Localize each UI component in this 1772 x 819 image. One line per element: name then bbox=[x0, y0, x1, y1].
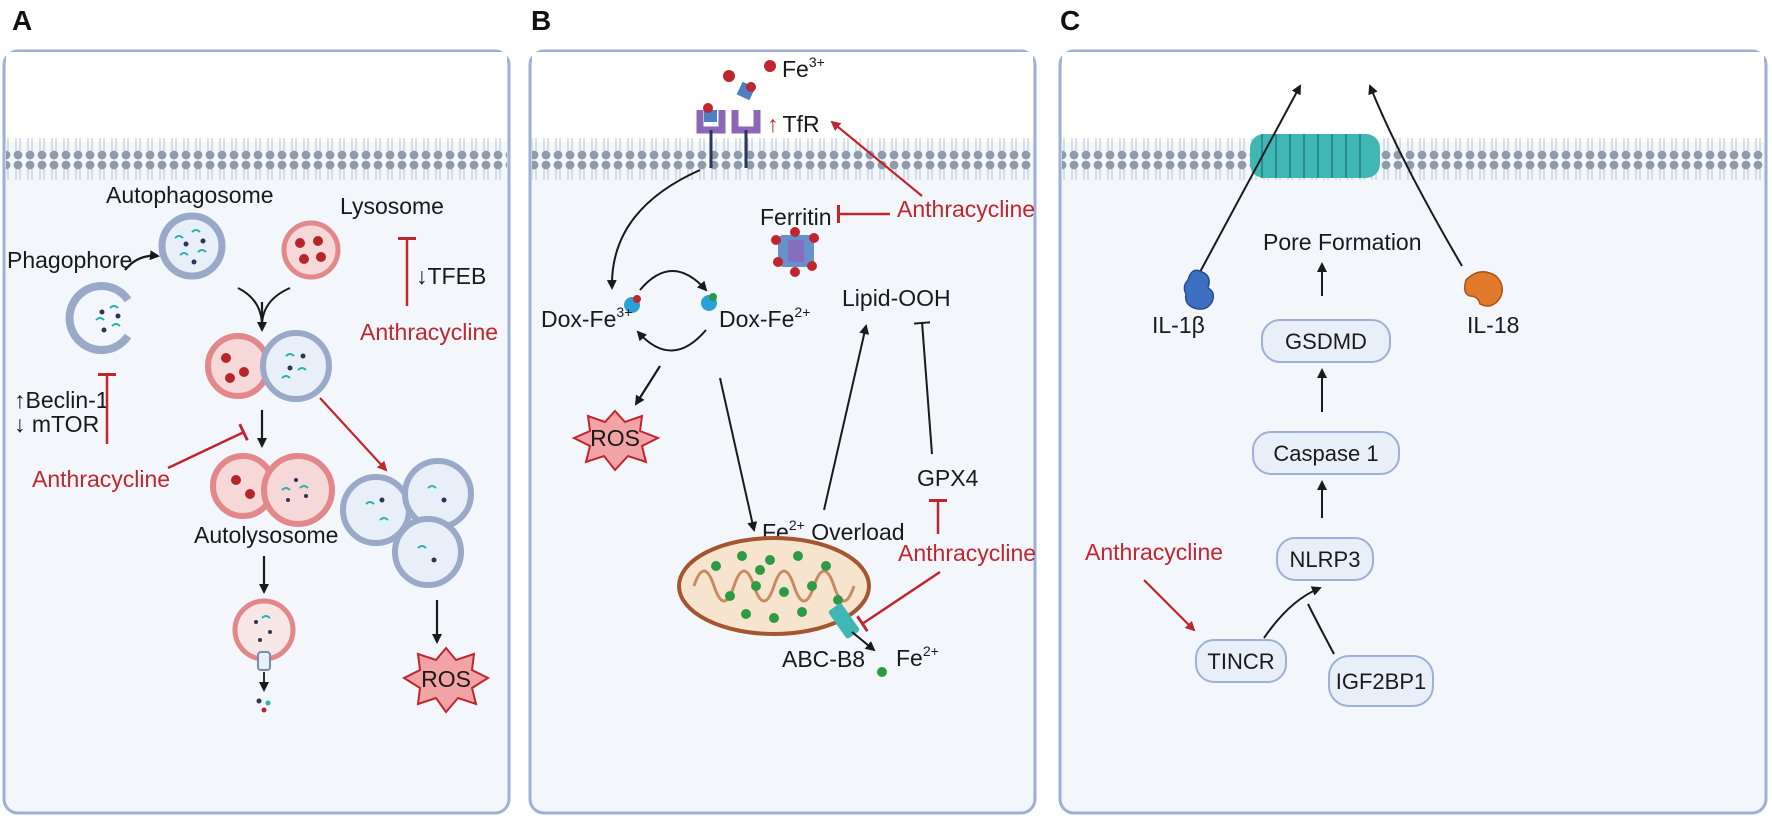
ros-label-b: ROS bbox=[590, 425, 640, 451]
phagophore-to-autophagosome-arrow bbox=[124, 250, 160, 271]
il1b-release-arrow bbox=[1199, 84, 1301, 273]
panel-c-cell bbox=[1058, 49, 1768, 815]
autolysosome-vesicle bbox=[210, 453, 335, 527]
igf2bp1-box bbox=[1328, 655, 1434, 707]
panel-a-membrane bbox=[6, 138, 507, 180]
dox-fe3-iron bbox=[633, 295, 641, 303]
mito-iron-dots bbox=[711, 551, 843, 623]
il18-protein-icon bbox=[1463, 271, 1503, 307]
gpx4-label: GPX4 bbox=[917, 465, 979, 491]
free-iron-particles bbox=[723, 60, 776, 101]
fusion-inhibition-line bbox=[167, 423, 249, 470]
panel-c-extracellular bbox=[1062, 52, 1764, 142]
ferritin-label: Ferritin bbox=[760, 204, 832, 230]
autophagosome-vesicle bbox=[158, 212, 226, 280]
il18-label: IL-18 bbox=[1467, 312, 1519, 338]
anthracycline-label-b2: Anthracycline bbox=[898, 540, 1036, 566]
panel-b-letter: B bbox=[531, 5, 551, 36]
autophagosome-label: Autophagosome bbox=[106, 182, 274, 208]
gsdmd-pore bbox=[1250, 134, 1380, 178]
panel-b-cell bbox=[528, 49, 1037, 815]
exported-iron-dot bbox=[877, 667, 887, 677]
gpx4-inhibits-lipid-line bbox=[914, 321, 933, 455]
igf2bp1-assist-line bbox=[1307, 603, 1335, 655]
degrading-vesicle bbox=[232, 598, 296, 671]
abcb8-transporter bbox=[828, 603, 860, 639]
fe3-label: Fe3+ bbox=[782, 54, 825, 82]
panel-a-cell bbox=[2, 49, 511, 815]
abcb8-inhibition-line bbox=[856, 570, 941, 633]
tfeb-label: ↓TFEB bbox=[416, 263, 486, 289]
caspase-box bbox=[1252, 431, 1400, 475]
accumulation-arrow bbox=[319, 397, 388, 472]
il18-release-arrow bbox=[1368, 84, 1463, 267]
phagophore-label: Phagophore bbox=[7, 247, 132, 273]
caspase-label: Caspase 1 bbox=[1273, 441, 1378, 466]
panel-c-letter: C bbox=[1060, 5, 1080, 36]
il1b-protein-icon bbox=[1183, 269, 1215, 310]
nlrp3-box bbox=[1276, 537, 1374, 581]
anthracycline-label-a1: Anthracycline bbox=[360, 319, 498, 345]
ferritin-cage bbox=[771, 227, 819, 277]
anthracycline-to-tincr-arrow bbox=[1143, 579, 1196, 632]
panel-a: A Autophagosome Lysosome ↓TFEB Anthracyc… bbox=[2, 5, 511, 815]
ros-burst-a bbox=[401, 646, 491, 714]
panel-c: C Pore Formation IL-1β IL-18 GSDMD Caspa… bbox=[1058, 5, 1768, 815]
redox-arrow-bottom bbox=[636, 329, 707, 352]
lysosome-label: Lysosome bbox=[340, 193, 444, 219]
panel-b-membrane bbox=[532, 138, 1033, 180]
tfr-to-dox-arrow bbox=[606, 169, 701, 290]
fe2-label: Fe2+ bbox=[896, 643, 939, 671]
igf2bp1-label: IGF2BP1 bbox=[1336, 669, 1426, 694]
fusing-vesicles bbox=[205, 330, 332, 402]
panel-a-letter: A bbox=[12, 5, 32, 36]
lysosome-vesicle bbox=[281, 220, 341, 280]
tincr-to-nlrp3-arrow bbox=[1263, 586, 1322, 639]
iron-to-overload-arrow bbox=[719, 377, 758, 532]
overload-to-lipid-arrow bbox=[823, 324, 870, 511]
anthracycline-label-a2: Anthracycline bbox=[32, 466, 170, 492]
accumulated-autophagosomes bbox=[340, 458, 474, 588]
released-particles bbox=[256, 698, 271, 713]
abcb8-label: ABC-B8 bbox=[782, 646, 865, 672]
abcb8-export-arrow bbox=[851, 631, 876, 652]
panel-b-extracellular bbox=[532, 52, 1033, 142]
il1b-label: IL-1β bbox=[1152, 312, 1205, 338]
panel-a-extracellular bbox=[6, 52, 507, 142]
panel-c-membrane bbox=[1062, 138, 1764, 180]
autolysosome-label: Autolysosome bbox=[194, 522, 338, 548]
anthracycline-label-b1: Anthracycline bbox=[897, 196, 1035, 222]
mitochondrion bbox=[677, 536, 871, 636]
dox-fe3-label: Dox-Fe3+ bbox=[541, 304, 632, 332]
ros-label-a: ROS bbox=[421, 666, 471, 692]
gsdmd-label: GSDMD bbox=[1285, 329, 1367, 354]
nlrp3-label: NLRP3 bbox=[1290, 547, 1361, 572]
dox-fe2-label: Dox-Fe2+ bbox=[719, 304, 810, 332]
tincr-label: TINCR bbox=[1207, 649, 1274, 674]
tfr-label: ↑TfR bbox=[767, 111, 820, 137]
phagophore-vesicle bbox=[65, 282, 132, 354]
tfr-receptors bbox=[696, 103, 761, 168]
pore-formation-label: Pore Formation bbox=[1263, 229, 1422, 255]
lipid-ooh-label: Lipid-OOH bbox=[842, 285, 951, 311]
anthracycline-to-tfr-arrow bbox=[830, 120, 923, 197]
redox-arrow-top bbox=[639, 270, 708, 292]
redox-to-ros-arrow bbox=[634, 365, 661, 406]
beclin-label: ↑Beclin-1 bbox=[14, 387, 109, 413]
anthracycline-label-c: Anthracycline bbox=[1085, 539, 1223, 565]
dox-fe2-iron bbox=[709, 293, 717, 301]
gsdmd-box bbox=[1261, 319, 1391, 363]
tincr-box bbox=[1195, 639, 1287, 683]
mtor-label: ↓ mTOR bbox=[14, 411, 99, 437]
panel-b: B Fe3+ ↑TfR Anthracycline Ferritin bbox=[528, 5, 1037, 815]
ros-burst-b bbox=[571, 409, 661, 472]
